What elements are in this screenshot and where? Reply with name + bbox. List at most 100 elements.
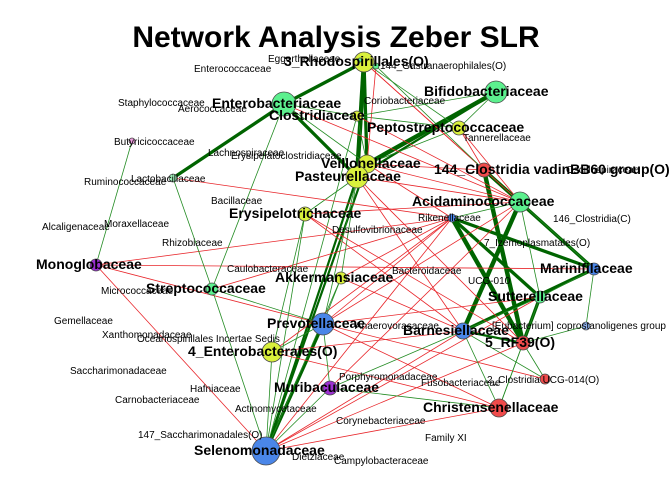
label-rikenellaceae: Rikenellaceae [418, 213, 481, 224]
edge-enterobacteriaceae-acidaminococcaceae [283, 103, 521, 203]
label-xanthomonadaceae: Xanthomonadaceae [102, 330, 192, 341]
edge-veillonellaceae-clostridia_vadin [366, 163, 485, 171]
edge-enterobacteriaceae-lactobacillaceae [172, 102, 285, 180]
node-rhodospirillales [353, 51, 375, 73]
label-carnobacteriaceae: Carnobacteriaceae [115, 395, 200, 406]
label-clostridia_c: 146_Clostridia(C) [553, 214, 631, 225]
label-bifidobacteriaceae: Bifidobacteriaceae [424, 83, 549, 99]
edge-barnesiellaceae-rf39 [462, 329, 524, 345]
node-clostridiaceae [351, 110, 363, 122]
node-clostridia_ucg014 [539, 373, 551, 385]
label-erysipelatoclostridiaceae: Erysipelatoclostridiaceae [231, 151, 342, 162]
label-akkermansiaceae: Akkermansiaceae [275, 269, 394, 285]
label-sutterellaceae: Sutterellaceae [488, 288, 583, 304]
node-selenomonadaceae [251, 436, 281, 466]
edge-monoglobaceae-marinifilaceae [95, 264, 595, 270]
label-aerococcaceae: Aerococcaceae [178, 104, 247, 115]
node-barnesiellaceae [454, 322, 472, 340]
label-clostridia_vadin: 144_Clostridia vadinBB60 group(O) [434, 161, 670, 177]
edge-veillonellaceae-rikenellaceae [366, 163, 453, 219]
node-rikenellaceae [447, 213, 457, 223]
node-christensenellaceae [489, 398, 509, 418]
label-izemoplasmatales: 7_Izemoplasmatales(O) [484, 238, 590, 249]
edge-clostridiaceae-acidaminococcaceae [356, 115, 521, 203]
label-enterococcaceae: Enterococcaceae [194, 64, 272, 75]
label-tannerellaceae: Tannerellaceae [463, 133, 531, 144]
edge-streptococcaceae-enterobacteriaceae [211, 103, 285, 290]
edge-pasteurellaceae-prevotellaceae [322, 176, 358, 325]
label-pasteurellaceae: Pasteurellaceae [295, 168, 401, 184]
label-ucg010: UCG-010 [468, 276, 511, 287]
edge-gastranaerophilales-clostridia_vadin [375, 65, 485, 171]
edge-bifidobacteriaceae-clostridiaceae [356, 91, 497, 117]
edge-enterobacteriaceae-pasteurellaceae [282, 102, 359, 179]
edge-muribaculaceae-acidaminococcaceae [329, 201, 521, 389]
node-layer [89, 51, 601, 466]
label-erysipelotrichaceae: Erysipelotrichaceae [229, 205, 362, 221]
edge-selenomonadaceae-rikenellaceae [265, 217, 453, 452]
label-saccharimonadaceae: Saccharimonadaceae [70, 366, 167, 377]
edge-bifidobacteriaceae-pasteurellaceae [356, 91, 497, 178]
label-veillonellaceae: Veillonellaceae [321, 155, 421, 171]
edge-rhodospirillales-veillonellaceae [362, 61, 369, 165]
edge-peptostreptococcaceae-acidaminococcaceae [458, 127, 521, 203]
label-staphylococcaceae: Staphylococcaceae [118, 98, 205, 109]
label-selenomonadaceae: Selenomonadaceae [194, 442, 325, 458]
edge-erysipelotrichaceae-acidaminococcaceae [304, 201, 521, 215]
label-gastranaerophilales: 144_Gastranaerophilales(O) [380, 61, 506, 72]
node-prevotellaceae [311, 312, 335, 336]
edge-rikenellaceae-rf39 [450, 216, 525, 345]
edge-enterobacteriaceae-rhodospirillales [283, 60, 365, 106]
label-fusobacteriaceae: Fusobacteriaceae [421, 378, 501, 389]
label-enterobacteriaceae: Enterobacteriaceae [212, 95, 341, 111]
label-bacillaceae: Bacillaceae [211, 196, 263, 207]
edge-streptococcaceae-lactobacillaceae [172, 177, 213, 290]
node-peptostreptococcaceae [451, 120, 467, 136]
edge-acidaminococcaceae-rikenellaceae [451, 201, 521, 219]
edge-lactobacillaceae-rikenellaceae [172, 177, 453, 219]
label-acidaminococcaceae: Acidaminococcaceae [412, 193, 555, 209]
edge-enterobacteriaceae-veillonellaceae [283, 103, 368, 165]
edge-rhodospirillales-acidaminococcaceae [363, 61, 521, 203]
node-monoglobaceae [89, 258, 103, 272]
edge-layer [95, 60, 596, 452]
edge-sutterellaceae-barnesiellaceae [462, 296, 541, 332]
edge-muribaculaceae-christensenellaceae [329, 387, 500, 409]
edge-prevotellaceae-sutterellaceae [322, 296, 541, 325]
edge-akkermansiaceae-rikenellaceae [340, 217, 453, 279]
node-pasteurellaceae [345, 165, 369, 189]
edge-gastranaerophilales-veillonellaceae [366, 65, 377, 165]
label-christensenellaceae: Christensenellaceae [423, 399, 559, 415]
node-lactobacillaceae [168, 173, 178, 183]
edge-prevotellaceae-rikenellaceae [322, 217, 453, 325]
edge-akkermansiaceae-barnesiellaceae [340, 277, 464, 332]
label-family_xi: Family XI [425, 433, 467, 444]
edge-eubacterium_copro-marinifilaceae [585, 268, 595, 327]
edge-christensenellaceae-barnesiellaceae [462, 330, 500, 409]
label-bacteroidaceae: Bacteroidaceae [392, 266, 462, 277]
label-monoglobaceae: Monoglobaceae [36, 256, 142, 272]
label-clostridiaceae: Clostridiaceae [269, 107, 365, 123]
label-dietziaceae: Dietziaceae [292, 452, 345, 463]
edge-enterobacterales-rikenellaceae [271, 217, 453, 353]
label-barnesiellaceae: Barnesiellaceae [403, 322, 509, 338]
edge-monoglobaceae-rikenellaceae [95, 217, 453, 266]
label-corynebacteriaceae: Corynebacteriaceae [336, 416, 426, 427]
node-eggerthellaceae [357, 57, 363, 63]
label-muribaculaceae: Muribaculaceae [274, 379, 379, 395]
edge-pasteurellaceae-acidaminococcaceae [356, 176, 521, 203]
label-oceanospirillales: Oceanospirillales Incertae Sedis [137, 334, 280, 345]
label-micrococcaceae: Micrococcaceae [101, 286, 174, 297]
node-butyricicoccaceae [128, 137, 136, 145]
label-lactobacillaceae: Lactobacillaceae [131, 174, 206, 185]
edge-enterobacterales-barnesiellaceae [271, 330, 464, 353]
label-clostridia_ucg014: 2_Clostridia UCG-014(O) [487, 375, 599, 386]
edge-erysipelotrichaceae-enterobacterales [271, 213, 306, 353]
node-gastranaerophilales [372, 62, 380, 70]
edge-acidaminococcaceae-barnesiellaceae [460, 201, 523, 332]
node-enterobacterales [261, 341, 283, 363]
edge-acidaminococcaceae-marinifilaceae [519, 201, 595, 270]
edge-veillonellaceae-acidaminococcaceae [366, 163, 521, 203]
